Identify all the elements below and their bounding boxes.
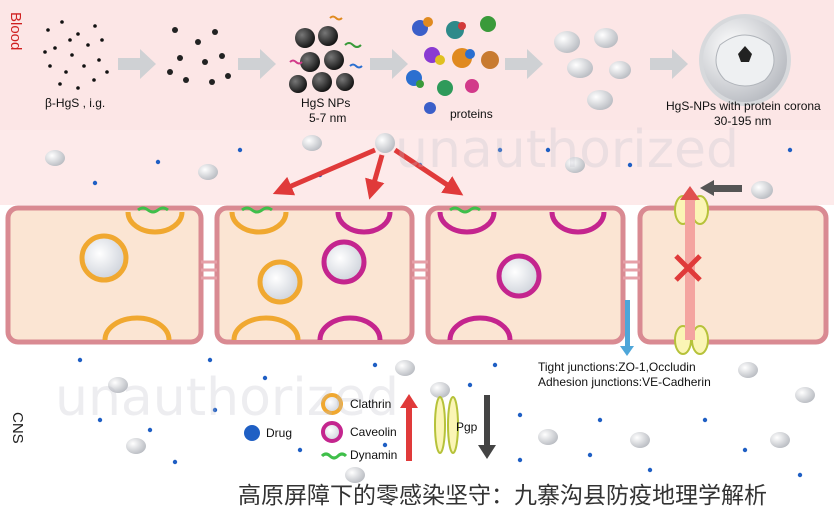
protein-blobs bbox=[406, 16, 499, 114]
legend-dynamin-label: Dynamin bbox=[350, 448, 398, 462]
tight-junctions bbox=[201, 260, 640, 280]
process-arrows bbox=[118, 49, 688, 79]
cell-2 bbox=[214, 205, 415, 345]
clathrin-structures bbox=[79, 206, 497, 341]
tight-junctions-label: Tight junctions:ZO-1,Occludin bbox=[538, 360, 696, 374]
step3-label-line1: HgS NPs bbox=[301, 96, 351, 110]
legend-caveolin-swatch bbox=[321, 421, 343, 443]
cell-4 bbox=[637, 205, 829, 345]
hgs-aggregates bbox=[167, 27, 231, 85]
floating-nanoparticles bbox=[45, 135, 815, 483]
step1-label: β-HgS , i.g. bbox=[45, 96, 106, 110]
legend-drug-swatch bbox=[244, 425, 260, 441]
transcytosis-arrow bbox=[674, 180, 773, 340]
legend-caveolin-label: Caveolin bbox=[350, 425, 397, 439]
legend-red-arrow bbox=[406, 406, 412, 461]
step4-label: proteins bbox=[450, 107, 493, 121]
corona-nps-small bbox=[554, 28, 631, 110]
uptake-arrows bbox=[272, 147, 464, 200]
watermark-bottom: unauthorized bbox=[55, 368, 400, 428]
junction-arrow bbox=[620, 300, 634, 356]
beta-hgs-particles bbox=[43, 20, 109, 90]
caveolin-structures bbox=[317, 211, 607, 341]
legend-graphics bbox=[244, 393, 496, 461]
legend-gray-arrow bbox=[484, 395, 490, 447]
step6-label-line2: 30-195 nm bbox=[714, 114, 772, 128]
central-nanoparticle bbox=[375, 133, 395, 153]
step6-label-line1: HgS-NPs with protein corona bbox=[666, 99, 821, 113]
step3-label-line2: 5-7 nm bbox=[309, 111, 347, 125]
legend-pgp-swatch bbox=[434, 396, 446, 454]
adhesion-junctions-label: Adhesion junctions:VE-Cadherin bbox=[538, 375, 711, 389]
cns-label: CNS bbox=[9, 412, 26, 444]
legend-clathrin-swatch bbox=[321, 393, 343, 415]
legend-clathrin-label: Clathrin bbox=[350, 397, 392, 411]
caption-text: 高原屏障下的零感染坚守：九寨沟县防疫地理学解析 bbox=[238, 483, 767, 509]
watermark-top: unauthorized bbox=[395, 120, 740, 180]
hgs-nps-cluster bbox=[289, 15, 363, 93]
blood-label: Blood bbox=[7, 12, 24, 51]
legend-drug-label: Drug bbox=[266, 426, 293, 440]
legend-dynamin-swatch bbox=[320, 452, 348, 460]
protein-corona-nanoparticle bbox=[699, 14, 791, 106]
legend-pgp-label: Pgp bbox=[456, 420, 478, 434]
